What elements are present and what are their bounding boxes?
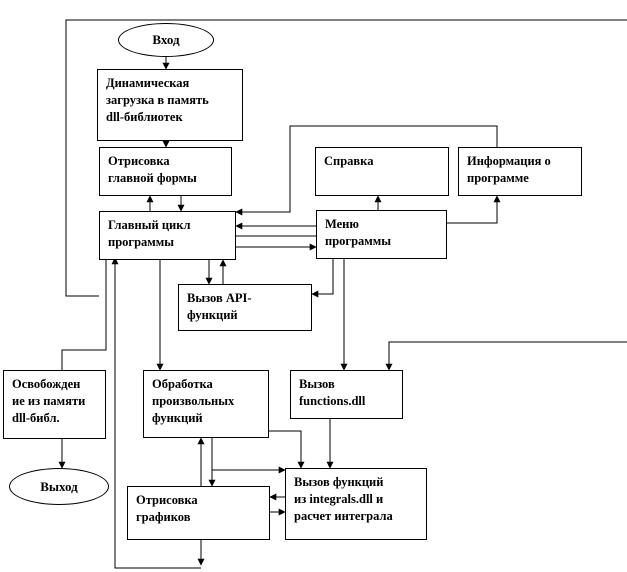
call-functions-dll-box: Вызов functions.dll bbox=[290, 370, 403, 419]
free-dll-box: Освобожден ие из памяти dll-библ. bbox=[3, 370, 106, 439]
draw-main-form-box: Отрисовка главной формы bbox=[99, 147, 232, 196]
menu-label: Меню программы bbox=[325, 217, 392, 248]
start-label: Вход bbox=[152, 32, 180, 47]
draw-graphs-label: Отрисовка графиков bbox=[136, 493, 198, 524]
api-calls-label: Вызов API- функций bbox=[187, 291, 252, 322]
arrow-menu-to-api bbox=[311, 259, 334, 298]
api-calls-box: Вызов API- функций bbox=[178, 284, 312, 331]
draw-main-form-label: Отрисовка главной формы bbox=[108, 154, 197, 185]
load-dll-label: Динамическая загрузка в память dll-библи… bbox=[106, 76, 209, 124]
arrow-menu-to-about bbox=[447, 195, 501, 224]
call-integrals-dll-box: Вызов функций из integrals.dll и расчет … bbox=[285, 468, 427, 540]
line-loop-to-free bbox=[61, 260, 107, 370]
main-loop-label: Главный цикл программы bbox=[108, 218, 191, 249]
draw-graphs-box: Отрисовка графиков bbox=[127, 486, 270, 540]
call-functions-dll-label: Вызов functions.dll bbox=[299, 377, 366, 408]
about-label: Информация о программе bbox=[467, 154, 551, 185]
arrow-about-to-loop bbox=[235, 125, 498, 216]
arrow-arbitrary-to-integrals bbox=[269, 430, 305, 469]
menu-box: Меню программы bbox=[316, 210, 447, 259]
end-label: Выход bbox=[40, 478, 78, 494]
about-box: Информация о программе bbox=[458, 147, 582, 196]
help-box: Справка bbox=[315, 147, 449, 196]
help-label: Справка bbox=[324, 154, 374, 168]
arrow-return-to-loop bbox=[111, 257, 201, 569]
load-dll-box: Динамическая загрузка в память dll-библи… bbox=[97, 69, 243, 141]
arbitrary-funcs-box: Обработка произвольных функций bbox=[143, 370, 269, 438]
end-node: Выход bbox=[9, 468, 109, 505]
start-node: Вход bbox=[118, 23, 214, 57]
call-integrals-dll-label: Вызов функций из integrals.dll и расчет … bbox=[294, 475, 393, 523]
arbitrary-funcs-label: Обработка произвольных функций bbox=[152, 377, 235, 425]
arrow-outer-loop-to-functions bbox=[65, 19, 627, 371]
main-loop-box: Главный цикл программы bbox=[99, 211, 236, 260]
free-dll-label: Освобожден ие из памяти dll-библ. bbox=[12, 377, 86, 425]
